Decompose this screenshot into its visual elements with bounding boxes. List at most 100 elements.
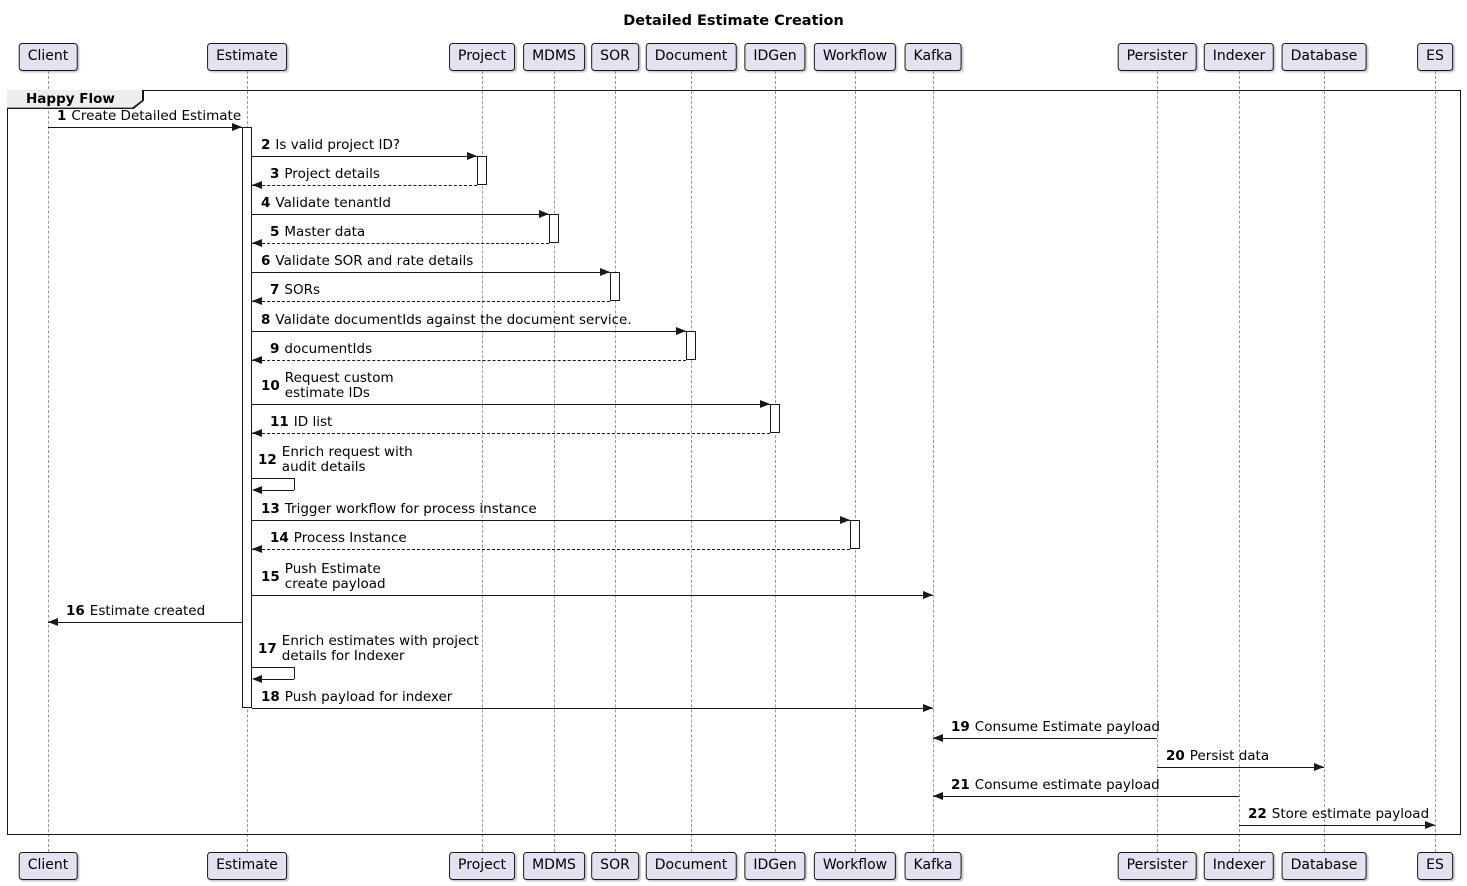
arrowhead-icon (252, 356, 262, 364)
participant-persister-top: Persister (1117, 43, 1197, 71)
message-1-line (48, 127, 242, 128)
message-number: 9 (270, 341, 280, 357)
message-text: Master data (284, 225, 365, 240)
message-text: Store estimate payload (1272, 807, 1429, 822)
happy-flow-frame (7, 90, 1461, 835)
message-text-line: Enrich request with (281, 444, 413, 460)
lifeline-indexer (1239, 71, 1240, 852)
message-number: 22 (1248, 806, 1267, 822)
message-21-line (933, 796, 1239, 797)
arrowhead-icon (539, 210, 549, 218)
activation-project (477, 156, 487, 185)
message-text: Validate tenantId (275, 196, 391, 211)
message-text-line: Process Instance (293, 530, 407, 546)
message-16-label: 16 Estimate created (66, 604, 205, 619)
message-12-line (252, 478, 294, 479)
message-number: 1 (57, 108, 67, 124)
message-number: 4 (261, 195, 271, 211)
message-text: Consume estimate payload (975, 778, 1160, 793)
arrowhead-icon (600, 268, 610, 276)
message-9-line (252, 360, 686, 361)
message-number: 20 (1166, 748, 1185, 764)
message-text-line: Project details (284, 166, 380, 182)
message-text-line: Master data (284, 224, 366, 240)
participant-mdms-bottom: MDMS (523, 852, 585, 880)
activation-mdms (549, 214, 559, 243)
message-13-line (252, 520, 850, 521)
message-number: 14 (270, 530, 289, 546)
message-text-line: ID list (293, 414, 333, 430)
message-number: 16 (66, 603, 85, 619)
message-text: Is valid project ID? (275, 138, 400, 153)
message-text: Estimate created (90, 604, 205, 619)
arrowhead-icon (252, 239, 262, 247)
message-12-line (262, 490, 294, 491)
participant-client-top: Client (18, 43, 78, 71)
participant-document-bottom: Document (645, 852, 737, 880)
message-text-line: details for Indexer (281, 648, 405, 664)
message-text: ID list (294, 415, 333, 430)
message-number: 7 (270, 282, 280, 298)
participant-mdms-top: MDMS (523, 43, 585, 71)
participant-database-bottom: Database (1281, 852, 1367, 880)
arrowhead-icon (1314, 763, 1324, 771)
lifeline-mdms (554, 71, 555, 852)
message-number: 15 (261, 568, 280, 585)
lifeline-workflow (855, 71, 856, 852)
lifeline-document (691, 71, 692, 852)
message-text-line: Validate tenantId (275, 195, 391, 211)
message-text-line: Store estimate payload (1271, 806, 1430, 822)
message-20-line (1157, 767, 1324, 768)
message-8-label: 8 Validate documentIds against the docume… (261, 313, 632, 328)
participant-idgen-bottom: IDGen (744, 852, 806, 880)
participant-sor-bottom: SOR (591, 852, 639, 880)
arrowhead-icon (252, 429, 262, 437)
lifeline-idgen (775, 71, 776, 852)
arrowhead-icon (840, 516, 850, 524)
message-6-line (252, 272, 610, 273)
lifeline-persister (1157, 71, 1158, 852)
message-number: 2 (261, 137, 271, 153)
message-text-line: Consume estimate payload (974, 777, 1160, 793)
participant-indexer-bottom: Indexer (1203, 852, 1275, 880)
message-19-line (933, 738, 1157, 739)
message-17-line (252, 667, 294, 668)
arrowhead-icon (933, 792, 943, 800)
participant-estimate-top: Estimate (207, 43, 287, 71)
message-8-line (252, 331, 686, 332)
participant-estimate-bottom: Estimate (207, 852, 287, 880)
participant-project-bottom: Project (449, 852, 515, 880)
message-1-label: 1 Create Detailed Estimate (57, 109, 241, 124)
message-number: 5 (270, 224, 280, 240)
message-10-line (252, 404, 770, 405)
message-7-label: 7 SORs (270, 283, 320, 298)
arrowhead-icon (933, 734, 943, 742)
arrowhead-icon (1425, 821, 1435, 829)
participant-client-bottom: Client (18, 852, 78, 880)
message-text: SORs (284, 283, 320, 298)
participant-idgen-top: IDGen (744, 43, 806, 71)
frame-label-text: Happy Flow (7, 90, 143, 108)
arrowhead-icon (232, 123, 242, 131)
message-text: documentIds (284, 342, 372, 357)
lifeline-client (48, 71, 49, 852)
message-text: Validate documentIds against the documen… (275, 313, 631, 328)
message-5-line (252, 243, 549, 244)
message-text: Create Detailed Estimate (71, 109, 241, 124)
message-text-line: Estimate created (89, 603, 206, 619)
message-2-label: 2 Is valid project ID? (261, 138, 400, 153)
arrowhead-icon (252, 297, 262, 305)
arrowhead-icon (676, 327, 686, 335)
message-number: 8 (261, 312, 271, 328)
participant-kafka-top: Kafka (904, 43, 962, 71)
